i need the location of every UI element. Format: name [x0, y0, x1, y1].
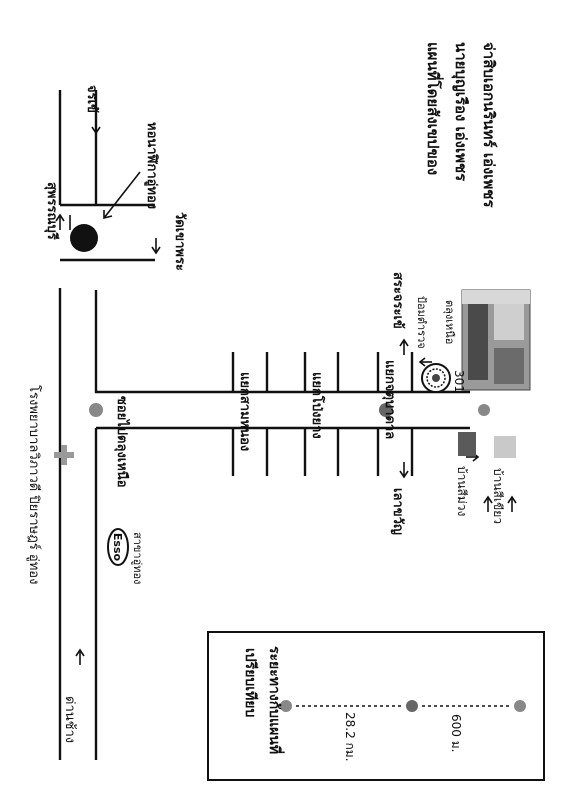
house-photo: [461, 289, 531, 391]
house-number-label: 301: [452, 370, 466, 393]
hospital-cross-icon: [54, 445, 74, 465]
temple-label: วัดเขาพระ: [172, 212, 187, 271]
dan-chang-label: ด่านช้าง: [62, 696, 77, 743]
police-seal-icon: [421, 363, 451, 393]
gas-station-label: สาขาอู่ทอง: [131, 532, 144, 584]
lao-khwan-label: เลาขวัญ: [390, 488, 405, 535]
purple-house-label: บ้านสีม่วง: [455, 466, 469, 516]
sa-kra-label: สระจระเข้: [390, 272, 406, 329]
legend-distance-2: 600 ม.: [449, 714, 463, 752]
soi-marker: [89, 403, 103, 417]
police-label: ป้อมตำรวจ: [415, 296, 428, 349]
esso-logo: Esso: [107, 528, 129, 566]
clock-tower-label: หอนาฬิกาอู่ทอง: [144, 122, 159, 209]
legend-scale-markers: [280, 700, 526, 712]
roundabout-icon: [70, 224, 98, 252]
hospital-label: โรงพยาบาลวิภาวดี ปิยราษฎร์ อู่ทอง: [26, 385, 42, 584]
main-road-upper: [94, 290, 470, 394]
soi-label: ซอยไปตลุงเหนือ: [114, 396, 131, 488]
arrow-icons: [55, 118, 517, 665]
junction-2-label: แยกโป่งยาง: [309, 372, 326, 439]
legend-subtitle: ระยะทางกับแผนที่: [266, 646, 285, 754]
junction-roads: [231, 352, 414, 476]
credit-line-1: แผนที่โดยสังเขปของ: [424, 42, 444, 175]
svg-text:Esso: Esso: [111, 533, 124, 562]
police-sub-label: ตลุงเหนือ: [443, 300, 456, 344]
junction-3-label: แยกจตุบาดาล: [382, 360, 397, 439]
house-marker: [478, 404, 490, 416]
chorakhe-label: จรเข้: [84, 85, 100, 113]
legend-title: เปรียบเทียบ: [242, 648, 258, 717]
green-house-label: บ้านสีเขียว: [491, 468, 505, 524]
green-house-swatch: [494, 436, 516, 458]
suphanburi-label: สุพรรณบุรี: [44, 182, 60, 240]
junction-1-label: แยกสามหนอง: [237, 372, 252, 451]
legend-box: [207, 631, 545, 781]
purple-house-swatch: [458, 432, 476, 456]
credit-line-2: นายบุญเรือง เอ่งเพชร: [451, 42, 470, 182]
legend-distance-1: 28.2 กม.: [343, 712, 357, 762]
junction-marker: [379, 403, 393, 417]
credit-line-3: จ่าสิบเอกนรินทร์ เอ่งเพชร: [480, 42, 498, 208]
